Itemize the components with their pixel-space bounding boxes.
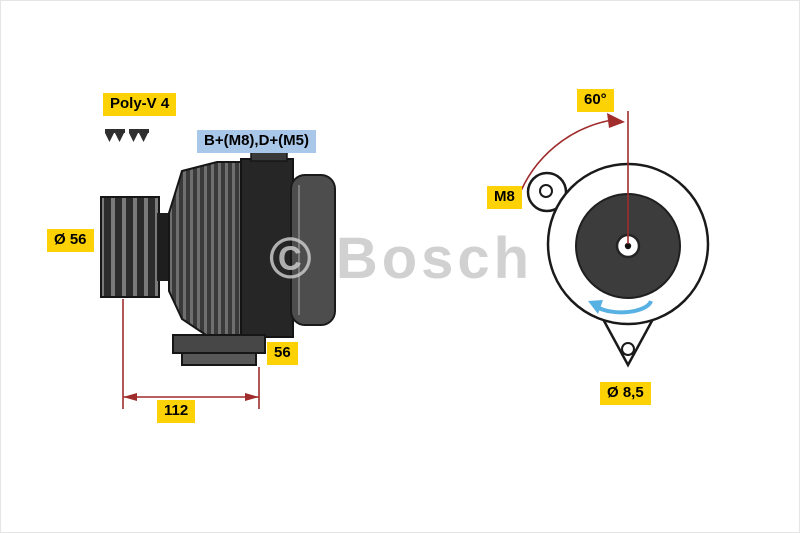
- end-cap: [290, 174, 336, 326]
- label-hole-diameter: Ø 8,5: [600, 382, 651, 405]
- angle-dimension: [517, 111, 629, 244]
- dimension-lines-length: [122, 299, 260, 409]
- label-poly-v: Poly-V 4: [103, 93, 177, 116]
- label-depth-56: 56: [267, 342, 298, 365]
- front-housing: [168, 161, 242, 336]
- belt-profile-icon: [105, 129, 149, 142]
- label-thread-m8: M8: [487, 186, 522, 209]
- rotation-arrow-icon: [588, 300, 653, 315]
- label-length-112: 112: [157, 400, 196, 423]
- label-angle-60: 60°: [577, 89, 614, 112]
- rear-housing: [240, 158, 294, 338]
- bottom-hole: [621, 342, 635, 356]
- bosch-watermark: © Bosch: [269, 226, 534, 291]
- m8-hole: [539, 184, 553, 198]
- pulley: [100, 196, 169, 298]
- mounting-foot: [172, 334, 266, 366]
- label-terminals: B+(M8),D+(M5): [197, 130, 317, 153]
- label-pulley-diameter: Ø 56: [47, 229, 94, 252]
- side-view-drawing: [100, 129, 336, 366]
- rear-view-drawing: [526, 162, 710, 368]
